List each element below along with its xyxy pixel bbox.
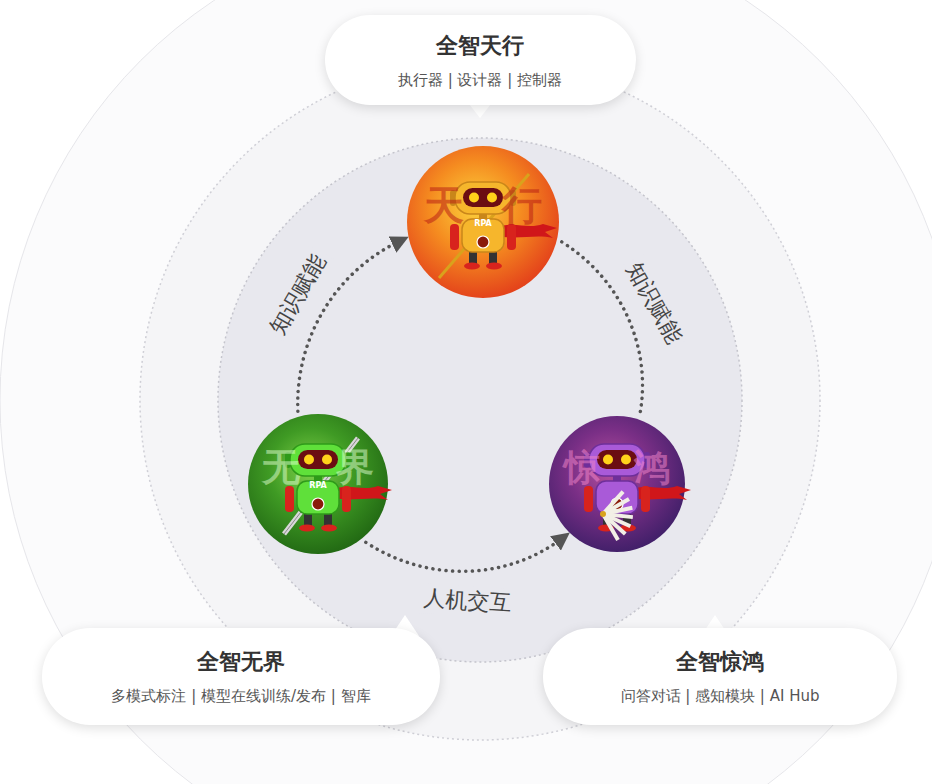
robot-emblem: [477, 236, 489, 248]
chest-label: RPA: [474, 219, 491, 228]
robot-foot: [321, 525, 337, 532]
robot-foot: [486, 263, 502, 270]
robot-badge: 惊鸿: [549, 416, 685, 552]
callout-bubble: 全智惊鸿问答对话 | 感知模块 | AI Hub: [543, 628, 897, 725]
folding-fan: [603, 492, 633, 540]
callout-bubble: 全智无界多模式标注 | 模型在线训练/发布 | 智库: [42, 628, 440, 725]
product-title: 全智惊鸿: [676, 647, 764, 677]
robot-arm: [641, 486, 650, 512]
feature-list: 执行器 | 设计器 | 控制器: [398, 71, 562, 90]
robot-arm: [285, 486, 294, 512]
robot-emblem: [312, 498, 324, 510]
fan-pivot: [600, 511, 606, 517]
inner-ground: [218, 138, 742, 662]
robot-foot: [464, 263, 480, 270]
robot-arm: [342, 486, 351, 512]
dotted-connector: [366, 537, 564, 571]
robot-arm: [584, 486, 593, 512]
scarf: [631, 486, 691, 500]
callout-bubble: 全智天行执行器 | 设计器 | 控制器: [325, 15, 636, 105]
fan-rib: [603, 492, 623, 514]
connector-label: 人机交互: [418, 583, 516, 619]
chest-label: RPA: [309, 481, 326, 490]
feature-list: 问答对话 | 感知模块 | AI Hub: [621, 687, 820, 706]
product-title: 全智天行: [436, 31, 524, 61]
feature-list: 多模式标注 | 模型在线训练/发布 | 智库: [111, 687, 370, 706]
robot-foot: [299, 525, 315, 532]
watermark-text: 惊鸿: [530, 444, 704, 493]
product-title: 全智无界: [197, 647, 285, 677]
